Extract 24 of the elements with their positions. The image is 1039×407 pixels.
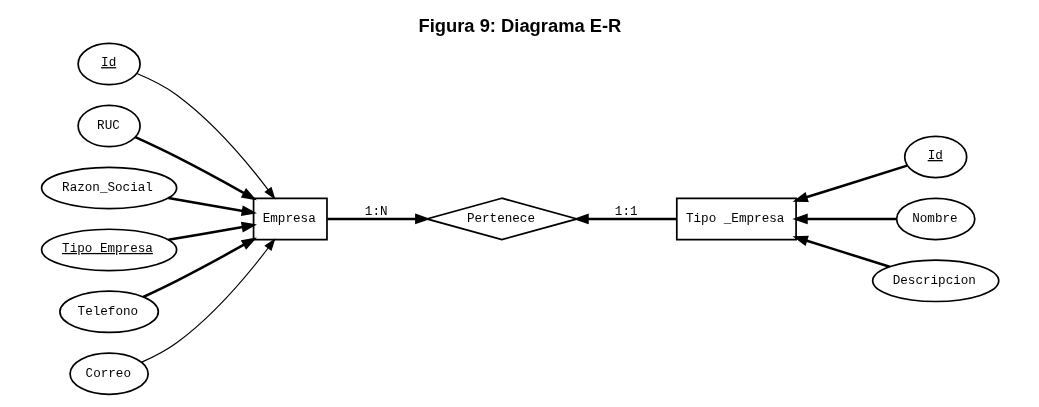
arrow: [134, 135, 257, 200]
node-ellipse: Id: [903, 134, 968, 178]
node-ellipse: Tipo_Empresa: [40, 227, 177, 271]
arrow: [142, 236, 257, 298]
arrow: [326, 213, 430, 224]
arrow: [792, 235, 890, 268]
node-box: Tipo _Empresa: [675, 196, 797, 240]
node-ellipse: Descripcion: [871, 258, 1000, 302]
node-ellipse: Id: [76, 42, 141, 86]
node-ellipse: RUC: [76, 104, 141, 147]
node-ellipse: Nombre: [895, 196, 976, 240]
arrow: [140, 237, 275, 363]
node-box: Empresa: [252, 196, 328, 240]
node-ellipse: Correo: [68, 351, 149, 395]
arrow: [167, 221, 257, 241]
arrow: [792, 163, 908, 202]
arrow: [135, 72, 275, 200]
arrow: [791, 213, 896, 224]
arrow: [167, 196, 257, 216]
edge-label: 1:1: [614, 204, 638, 219]
node-ellipse: Razon_Social: [40, 165, 177, 209]
edge-label: 1:N: [364, 204, 388, 219]
node-ellipse: Telefono: [58, 289, 159, 333]
diagram-title: Figura 9: Diagrama E-R: [417, 14, 621, 36]
